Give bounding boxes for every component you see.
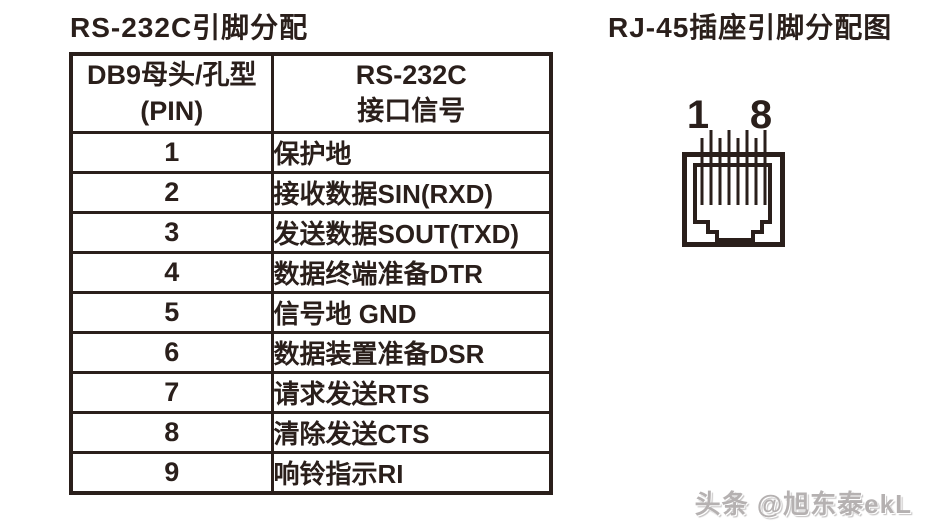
signal-name-cell: 清除发送CTS [270, 410, 553, 454]
pin-number-cell: 2 [69, 170, 274, 214]
signal-name-cell: 请求发送RTS [270, 370, 553, 414]
rs232-section-title: RS-232C引脚分配 [70, 12, 309, 43]
watermark-text: 头条 @旭东泰ekL [694, 489, 912, 519]
rj45-inner-cavity [693, 163, 772, 242]
header-pin-line1: DB9母头/孔型 [86, 59, 257, 90]
header-row: DB9母头/孔型 (PIN) RS-232C 接口信号 [69, 52, 553, 134]
pin-number-cell: 7 [69, 370, 274, 414]
rj45-pins [700, 130, 767, 205]
pin-number-cell: 4 [69, 250, 274, 294]
rj45-pin8-label: 8 [750, 93, 772, 137]
pin-number-cell: 6 [69, 330, 274, 374]
pin-number-cell: 9 [69, 450, 274, 494]
signal-name-cell: 响铃指示RI [270, 450, 553, 494]
signal-name-cell: 数据装置准备DSR [270, 330, 553, 374]
pin-number-cell: 8 [69, 410, 274, 454]
rj45-pin1-label: 1 [687, 93, 709, 137]
pin-number-cell: 1 [69, 130, 274, 174]
header-signal-line1: RS-232C [355, 59, 467, 90]
header-pin-line2: (PIN) [140, 96, 204, 127]
header-signal-line2: 接口信号 [357, 96, 466, 127]
pin-number-cell: 3 [69, 210, 274, 254]
pin-number-cell: 5 [69, 290, 274, 334]
header-cell-signal: RS-232C 接口信号 [270, 52, 553, 134]
rj45-outer-housing [682, 152, 785, 247]
signal-name-cell: 信号地 GND [270, 290, 553, 334]
rj45-section-title: RJ-45插座引脚分配图 [608, 12, 893, 43]
header-cell-pin: DB9母头/孔型 (PIN) [69, 52, 274, 134]
signal-name-cell: 数据终端准备DTR [270, 250, 553, 294]
signal-name-cell: 发送数据SOUT(TXD) [270, 210, 553, 254]
pin-table-header: DB9母头/孔型 (PIN) RS-232C 接口信号 [69, 52, 553, 134]
rj45-connector-diagram: 1 8 [652, 90, 822, 262]
signal-name-cell: 接收数据SIN(RXD) [270, 170, 553, 214]
signal-name-cell: 保护地 [270, 130, 553, 174]
